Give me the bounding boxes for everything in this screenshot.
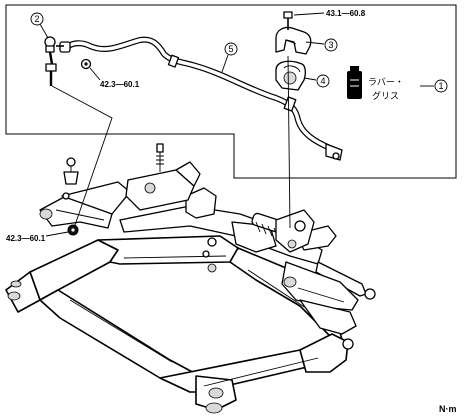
svg-text:4: 4 — [320, 76, 325, 86]
link-upper-nut — [80, 58, 92, 70]
grease-label-line2: グリス — [372, 90, 399, 102]
callout-2: 2 — [30, 12, 49, 39]
left-lower-arm — [39, 181, 131, 229]
torque-label-link-lower: 42.3—60.1 — [6, 234, 46, 243]
callout-4: 4 — [303, 74, 330, 88]
left-ball-joint — [63, 157, 79, 185]
callout-1: 1 — [420, 79, 448, 93]
grease-label-line1: ラバー・ — [368, 77, 404, 88]
link-leader-line — [51, 85, 113, 229]
stabilizer-bushing — [275, 60, 306, 91]
callout-5: 5 — [221, 42, 238, 73]
link-lower-nut — [67, 224, 79, 236]
torque-label-link-upper: 42.3—60.1 — [100, 80, 140, 89]
stabilizer-bar — [59, 36, 343, 161]
center-bracket — [125, 143, 201, 211]
detail-frame — [5, 4, 457, 179]
torque-unit-label: N·m — [439, 404, 457, 414]
right-mount-bracket — [275, 209, 315, 253]
front-crossmember — [5, 235, 349, 414]
rubber-grease-tube — [347, 66, 362, 99]
svg-text:3: 3 — [328, 40, 333, 50]
torque-label-bracket-bolt: 43.1—60.8 — [326, 9, 366, 18]
svg-text:5: 5 — [228, 44, 233, 54]
svg-text:2: 2 — [34, 14, 39, 24]
stabilizer-link — [44, 36, 64, 86]
stabilizer-bracket — [275, 11, 312, 55]
svg-text:1: 1 — [438, 81, 443, 91]
callout-3: 3 — [305, 38, 338, 52]
bracket-leader-line — [287, 55, 291, 229]
right-lower-arm — [281, 261, 359, 350]
